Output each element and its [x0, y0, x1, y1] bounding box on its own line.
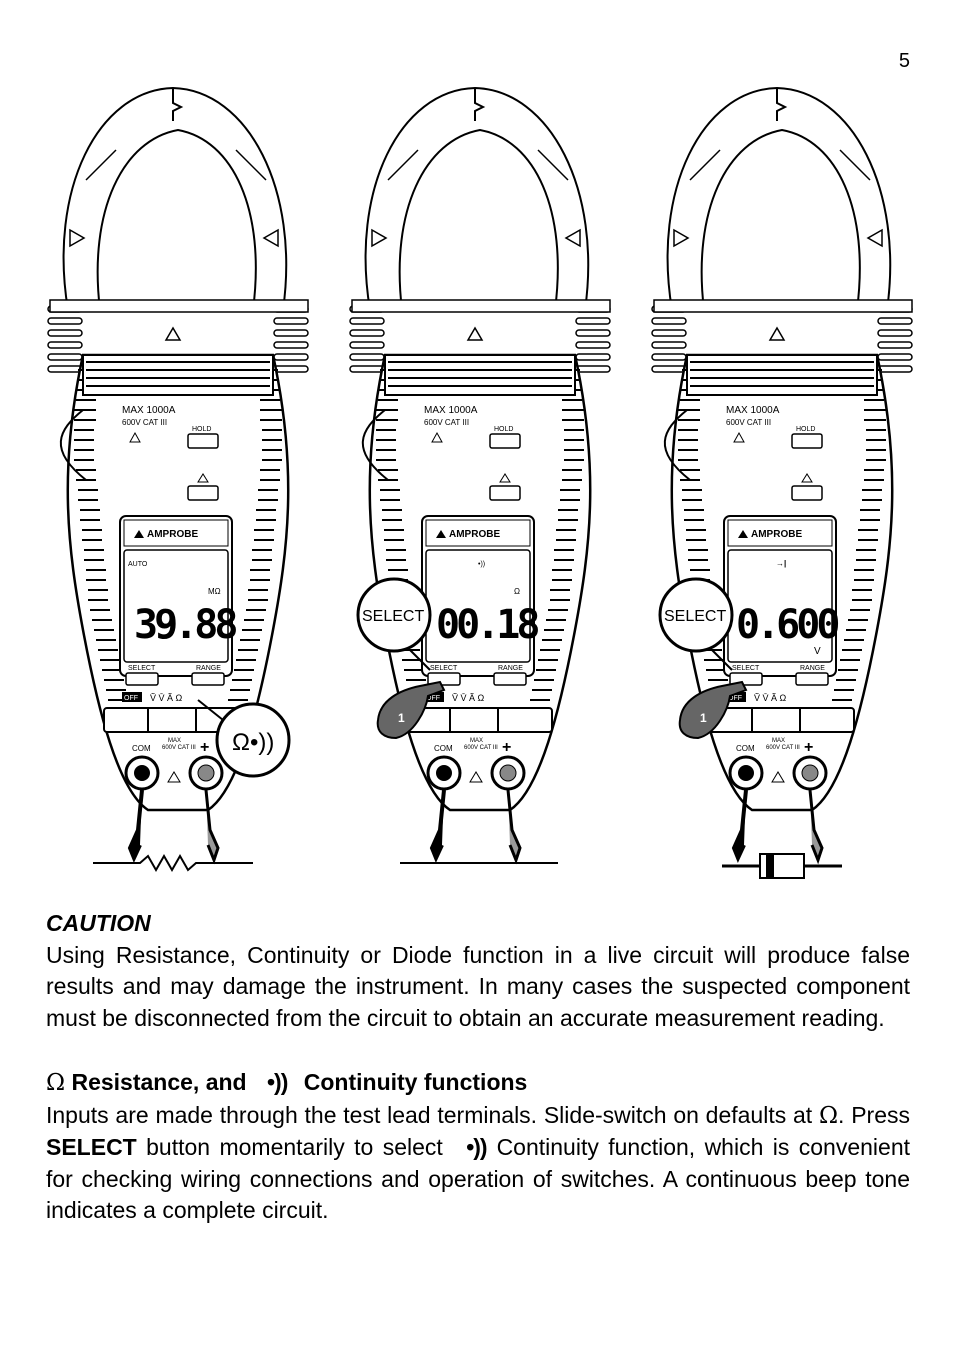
brand-logo: AMPROBE [751, 529, 802, 540]
jack-max-label: MAX [168, 738, 181, 744]
continuity-beep-icon: •)) [267, 1069, 288, 1095]
plus-label: + [502, 739, 511, 756]
hold-label: HOLD [494, 426, 513, 433]
relative-button[interactable] [489, 485, 521, 501]
lcd-unit: MΩ [208, 587, 221, 596]
relative-button[interactable] [187, 485, 219, 501]
step-number: 1 [398, 711, 405, 725]
brand-logo: AMPROBE [449, 529, 500, 540]
max-label: MAX 1000A [726, 405, 780, 416]
caution-title: CAUTION [46, 910, 151, 936]
hold-button[interactable] [187, 433, 219, 449]
lcd-mode-indicator: →| [776, 559, 786, 568]
hold-button[interactable] [791, 433, 823, 449]
brand-logo: AMPROBE [147, 529, 198, 540]
omega-icon: Ω [46, 1070, 66, 1096]
lcd-display [123, 549, 229, 663]
max-label: MAX 1000A [424, 405, 478, 416]
com-label: COM [434, 744, 453, 753]
off-label: OFF [124, 695, 138, 702]
lcd-unit: V [814, 646, 821, 657]
select-callout: SELECT [362, 608, 424, 625]
caution-section: CAUTION Using Resistance, Continuity or … [46, 908, 910, 1034]
diode-icon [722, 853, 842, 879]
slide-switch[interactable] [405, 707, 553, 733]
lcd-mode-indicator: AUTO [128, 561, 148, 568]
relative-button[interactable] [791, 485, 823, 501]
finger-press-icon [678, 680, 748, 740]
finger-press-icon [376, 680, 446, 740]
jack-max-label: MAX [772, 738, 785, 744]
clamp-meter-2: MAX 1000A 600V CAT III HOLD AMPROBE •)) … [340, 70, 620, 885]
function-labels: Ṽ V̄ Ã Ω [754, 693, 787, 703]
lcd-reading: 0.600 [736, 602, 838, 648]
range-label: RANGE [498, 665, 523, 672]
step-number: 1 [700, 711, 707, 725]
section-body: Inputs are made through the test lead te… [46, 1100, 910, 1227]
section-title-part2: Continuity functions [303, 1069, 528, 1095]
range-label: RANGE [800, 665, 825, 672]
range-label: RANGE [196, 665, 221, 672]
section-title: Ω Resistance, and •)) Continuity functio… [46, 1067, 910, 1100]
lcd-unit: Ω [514, 587, 520, 596]
body-text-3: button momentarily to select [146, 1134, 443, 1160]
off-label: OFF [728, 695, 742, 702]
body-text-2: . Press [838, 1101, 911, 1128]
hold-label: HOLD [192, 426, 211, 433]
lcd-reading: 00.18 [436, 602, 538, 648]
select-label: SELECT [128, 665, 156, 672]
ac-volt-label: Ṽ V̄ Ã Ω [150, 693, 183, 703]
function-labels: Ṽ V̄ Ã Ω [452, 693, 485, 703]
caution-body: Using Resistance, Continuity or Diode fu… [46, 941, 910, 1031]
clamp-meter-1: MAX 1000A 600V CAT III HOLD AMPROBE AUTO… [38, 70, 318, 885]
range-button[interactable] [191, 672, 225, 686]
clamp-meter-drawing: MAX 1000A 600V CAT III HOLD AMPROBE •)) … [349, 86, 611, 865]
com-label: COM [736, 744, 755, 753]
select-label: SELECT [430, 665, 458, 672]
select-button[interactable] [125, 672, 159, 686]
hold-label: HOLD [796, 426, 815, 433]
jack-max-label: MAX [470, 738, 483, 744]
cat-label: 600V CAT III [424, 418, 469, 427]
omega-icon: Ω [818, 1102, 839, 1129]
max-label: MAX 1000A [122, 405, 176, 416]
plus-label: + [200, 739, 209, 756]
body-text-4: Continuity function, which is convenient… [46, 1134, 911, 1223]
page-number: 5 [898, 50, 910, 72]
select-label: SELECT [732, 665, 760, 672]
resistance-continuity-section: Ω Resistance, and •)) Continuity functio… [46, 1067, 910, 1227]
select-callout: SELECT [664, 608, 726, 625]
off-label: OFF [426, 695, 440, 702]
cat-label: 600V CAT III [122, 418, 167, 427]
ohm-continuity-callout: Ω•)) [232, 729, 274, 756]
com-label: COM [132, 744, 151, 753]
clamp-meter-figure: MAX 1000A 600V CAT III HOLD AMPROBE AUTO… [38, 70, 918, 885]
slide-switch[interactable] [707, 707, 855, 733]
plus-label: + [804, 739, 813, 756]
section-title-part1: Resistance, and [71, 1069, 247, 1095]
body-text-1: Inputs are made through the test lead te… [46, 1101, 813, 1128]
continuity-beep-icon: •)) [466, 1134, 487, 1160]
jack-cat-label: 600V CAT III [162, 745, 196, 751]
jack-cat-label: 600V CAT III [766, 745, 800, 751]
clamp-meter-drawing: MAX 1000A 600V CAT III HOLD AMPROBE AUTO… [47, 86, 309, 873]
select-keyword: SELECT [46, 1134, 137, 1160]
clamp-meter-drawing: MAX 1000A 600V CAT III HOLD AMPROBE →| 0… [651, 86, 913, 879]
range-button[interactable] [795, 672, 829, 686]
hold-button[interactable] [489, 433, 521, 449]
lcd-mode-indicator: •)) [478, 561, 485, 568]
lcd-reading: 39.88 [134, 602, 236, 648]
range-button[interactable] [493, 672, 527, 686]
jack-cat-label: 600V CAT III [464, 745, 498, 751]
cat-label: 600V CAT III [726, 418, 771, 427]
clamp-meter-3: MAX 1000A 600V CAT III HOLD AMPROBE →| 0… [642, 70, 922, 885]
